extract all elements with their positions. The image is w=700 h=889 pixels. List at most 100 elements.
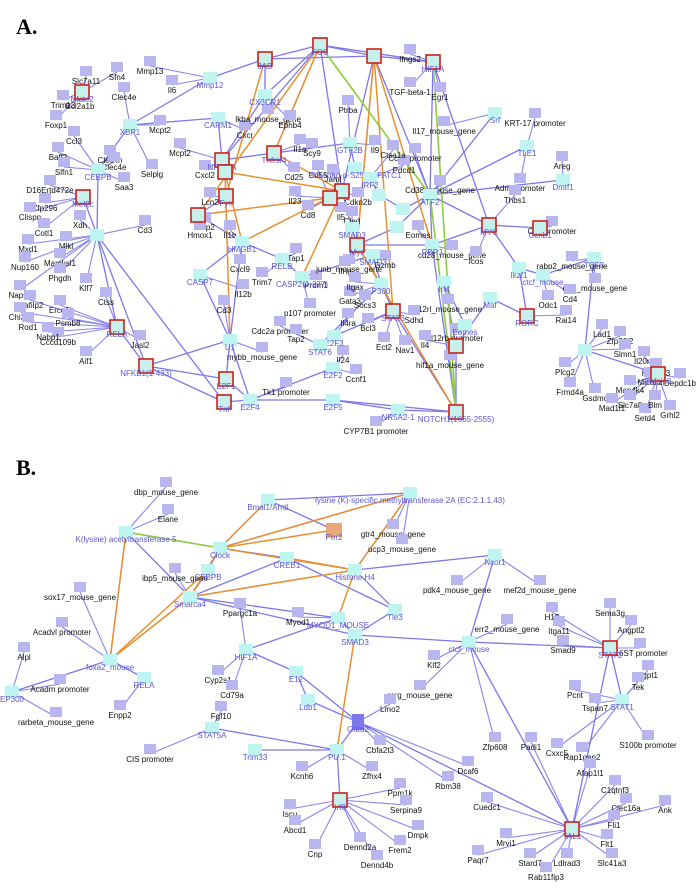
factor-label: Irf8 (334, 803, 346, 812)
panel-a-label: A. (16, 14, 38, 39)
gene-label: Slc7a8 (618, 401, 643, 410)
gene-node-tk1-promoter (280, 377, 292, 387)
satellite-edge (558, 625, 611, 649)
gene-node-dcaf6 (462, 756, 474, 766)
factor-label: STAT1 (610, 703, 634, 712)
factor-node-cebpb (201, 564, 215, 576)
gene-label: Cd25 (284, 173, 304, 182)
factor-label: CREB1 (274, 561, 301, 570)
gene-node-slc41a3 (606, 848, 618, 858)
gene-node-slc7a11 (80, 66, 92, 76)
gene-node-egr1 (434, 82, 446, 92)
gene-label: sox17_mouse_gene (44, 593, 117, 602)
factor-node-ikzf1 (512, 262, 526, 274)
gene-label: Eomes (406, 231, 431, 240)
gene-node-angptl2 (625, 615, 637, 625)
gene-label: Flt1 (600, 840, 614, 849)
gene-label: Ifng (338, 267, 351, 276)
regulation-edge (96, 234, 147, 367)
gene-node-cd3 (139, 215, 151, 225)
gene-node-slmn1 (619, 339, 631, 349)
satellite-edge (19, 234, 98, 291)
satellite-edge (571, 802, 627, 830)
factor-node-smad3-a (345, 222, 359, 234)
factor-node-trim33 (248, 744, 262, 756)
gene-node-cnp (309, 839, 321, 849)
factor-label: GTF2B (337, 146, 363, 155)
gene-label: CcnA promoter (388, 154, 442, 163)
gene-node-cuedc1 (481, 792, 493, 802)
binding-edge (109, 596, 191, 661)
factor-label: STAT3 (381, 314, 405, 323)
gene-label: Psmb8 (56, 319, 81, 328)
gene-node-rai14 (560, 305, 572, 315)
gene-node-junb-mouse-gene (343, 254, 355, 264)
factor-label: TCF3 (584, 261, 605, 270)
gene-label: Bcl2a1b (66, 102, 95, 111)
factor-node-atf2 (423, 189, 437, 201)
gene-node-cyp2s1 (212, 665, 224, 675)
satellite-edge (29, 196, 84, 213)
factor-node-bmal1 (261, 494, 275, 506)
gene-label: Itgax (346, 283, 363, 292)
gene-label: rorg_mouse_gene (388, 691, 453, 700)
binding-edge (219, 492, 411, 549)
gene-node-il4ra (342, 308, 354, 318)
gene-label: Cccd109b (40, 338, 77, 347)
regulation-edge (429, 61, 434, 196)
factor-node-foxo (396, 203, 410, 215)
gene-label: Rap1gap2 (564, 753, 601, 762)
factor-node-tnfaip8 (650, 366, 666, 382)
gene-node-ctsa1a (387, 140, 399, 150)
gene-label: H19 (545, 613, 560, 622)
factor-node-relb (275, 253, 289, 265)
satellite-edge (443, 112, 496, 127)
factor-label: foxa2_mouse (86, 663, 135, 672)
gene-label: Phgdh (48, 274, 71, 283)
gene-node-gtr4-mouse-gene (387, 519, 399, 529)
gene-node-gsdmc (589, 383, 601, 393)
gene-node-napsa (14, 280, 26, 290)
factor-label: HIF1A (422, 65, 445, 74)
gene-label: rabp2_mouse_gene (536, 262, 608, 271)
gene-label: Areg (554, 162, 571, 171)
regulation-edge (336, 749, 341, 801)
gene-label: junb_mouse_gene (315, 265, 382, 274)
gene-node-abcd1 (289, 815, 301, 825)
binding-edge (354, 492, 411, 571)
gene-label: Smad9 (550, 646, 576, 655)
factor-node-stat3 (602, 640, 618, 656)
satellite-edge (419, 641, 470, 691)
gene-label: Ercc6l (49, 306, 71, 315)
factor-label: Tnf (218, 405, 230, 414)
gene-node-rbm38 (442, 771, 454, 781)
regulation-edge (209, 58, 266, 79)
gene-node-slc7a8 (624, 390, 636, 400)
gene-node-lcn2 (204, 187, 216, 197)
factor-label: U1 (225, 343, 236, 352)
factor-label: P300 (372, 287, 391, 296)
gene-node-ldlrad3 (561, 848, 573, 858)
gene-node-odc1 (542, 290, 554, 300)
gene-node-ank (659, 795, 671, 805)
regulation-edge (125, 531, 191, 598)
gene-node-il1a (294, 134, 306, 144)
gene-node-chi3l4 (14, 302, 26, 312)
factor-node-ctcf (462, 636, 476, 648)
gene-label: Lmo2 (380, 705, 401, 714)
gene-node-cccd109b (52, 327, 64, 337)
factor-label: Ccnb1 (528, 231, 552, 240)
factor-node-p300-a (374, 278, 388, 290)
gene-node-cxcl2 (199, 160, 211, 170)
factor-node-jab (257, 51, 273, 67)
satellite-edge (581, 699, 623, 753)
gene-label: Mcpt2 (149, 126, 171, 135)
satellite-edge (57, 326, 118, 338)
regulation-edge (468, 554, 496, 643)
gene-label: Lad1 (593, 330, 611, 339)
gene-label: Chi3l4 (9, 313, 32, 322)
gene-label: Thbs1 (504, 196, 527, 205)
factor-node-hif1a (239, 644, 253, 656)
regulation-edge (429, 145, 528, 196)
